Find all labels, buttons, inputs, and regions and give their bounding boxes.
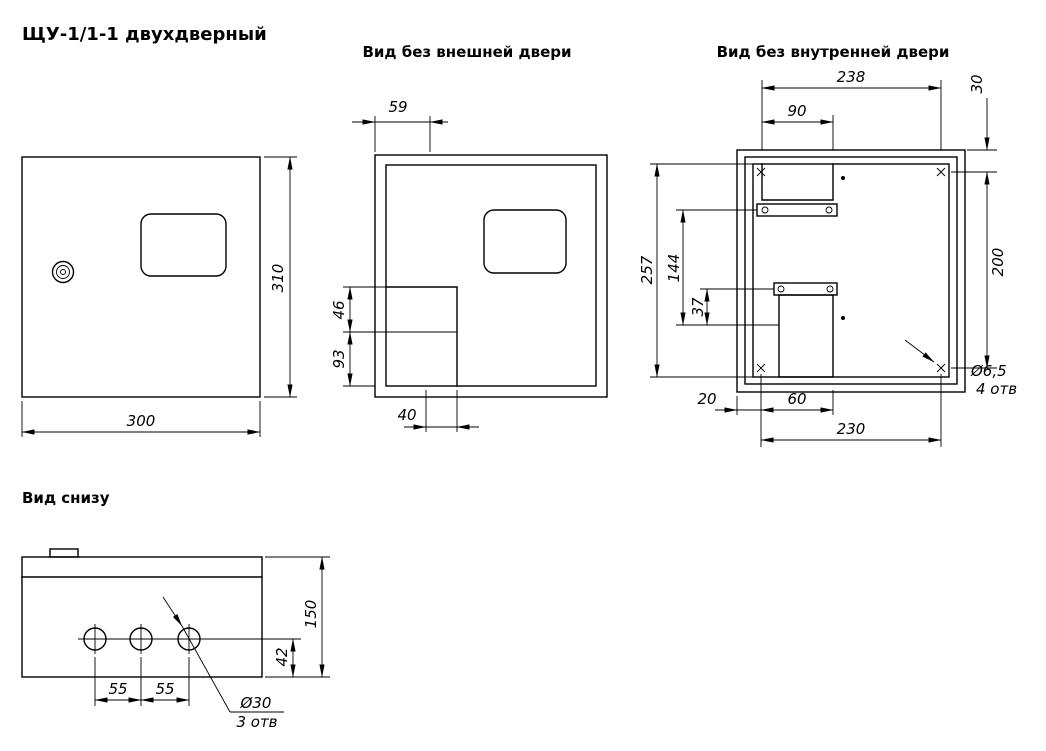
inner-door-window [483, 209, 567, 274]
dim-front-width: 300 [21, 401, 261, 437]
dim-label-93: 93 [330, 349, 348, 368]
bottom-outline [21, 556, 263, 678]
dim-150: 150 [265, 556, 330, 678]
hole-diameter-label: Ø30 [240, 694, 272, 712]
mounting-plate [752, 163, 950, 378]
dim-label-55-left: 55 [108, 680, 127, 698]
lock-icon [51, 260, 75, 284]
front-outline [21, 156, 261, 398]
front-view: 310 300 [21, 156, 297, 437]
view-title-bottom: Вид снизу [22, 489, 110, 507]
dim-label-55-right: 55 [155, 680, 174, 698]
dim-label-59: 59 [388, 98, 407, 116]
dim-label-90: 90 [787, 102, 806, 120]
top-boss [49, 548, 79, 558]
dim-60: 60 [760, 390, 834, 415]
dim-label-60: 60 [787, 390, 806, 408]
dim-55-left: 55 [94, 657, 142, 706]
hole-callout-3x: Ø30 3 отв [162, 596, 284, 731]
view-title-no-outer-door: Вид без внешней двери [362, 43, 571, 61]
front-window [140, 213, 227, 277]
dim-label-238: 238 [837, 68, 866, 86]
hole-count-label: 3 отв [236, 713, 277, 731]
enclosure-outline [736, 149, 966, 393]
dim-label-46: 46 [330, 300, 348, 319]
dim-label-42: 42 [273, 647, 291, 666]
no-outer-door-view: 59 46 93 40 [330, 98, 608, 432]
bottom-view: Ø30 3 отв 150 42 55 55 [21, 548, 330, 731]
mounting-hole-marks [756, 167, 946, 373]
dim-37: 37 [689, 288, 774, 326]
dim-200: 200 [951, 171, 1007, 369]
hole-count-label: 4 отв [976, 380, 1017, 398]
hole-callout-4x: Ø6,5 4 отв [904, 339, 1017, 398]
dim-label-37: 37 [689, 297, 707, 317]
screw-dot-upper [841, 176, 845, 180]
dim-label-30: 30 [968, 74, 986, 93]
dim-40: 40 [397, 390, 479, 432]
dim-230: 230 [760, 374, 942, 447]
no-inner-door-view: 238 90 30 200 257 144 [638, 68, 1017, 447]
dim-label-144: 144 [665, 254, 683, 283]
dim-90: 90 [761, 102, 834, 150]
dim-59: 59 [352, 98, 448, 152]
inner-door-panel [385, 164, 597, 387]
lower-din-rail [773, 282, 838, 296]
dim-93: 93 [330, 331, 353, 387]
dim-label-310: 310 [269, 264, 287, 293]
dim-front-height: 310 [264, 156, 297, 398]
upper-panel [761, 163, 834, 201]
cable-holes [83, 624, 201, 654]
page-title: ЩУ-1/1-1 двухдверный [22, 24, 267, 45]
dim-30: 30 [951, 74, 997, 173]
dim-55-right: 55 [140, 657, 190, 706]
dim-20: 20 [697, 374, 762, 447]
lower-device-box [778, 294, 834, 378]
dim-label-200: 200 [989, 248, 1007, 277]
dim-257: 257 [638, 163, 753, 378]
dim-144: 144 [665, 209, 779, 326]
outer-door-frame [374, 154, 608, 398]
dim-46: 46 [330, 286, 353, 333]
dim-238: 238 [761, 68, 942, 150]
screw-dot-lower [841, 316, 845, 320]
meter-compartment [385, 286, 458, 387]
view-title-no-inner-door: Вид без внутренней двери [717, 43, 950, 61]
hole-diameter-label: Ø6,5 [970, 362, 1007, 380]
dim-42: 42 [273, 638, 296, 678]
dim-label-150: 150 [302, 600, 320, 629]
dim-label-300: 300 [127, 412, 156, 430]
dim-label-20: 20 [697, 390, 716, 408]
upper-din-rail [756, 203, 838, 217]
dim-label-257: 257 [638, 255, 656, 284]
dim-label-40: 40 [397, 406, 416, 424]
enclosure-frame [744, 156, 958, 385]
dim-label-230: 230 [837, 420, 866, 438]
